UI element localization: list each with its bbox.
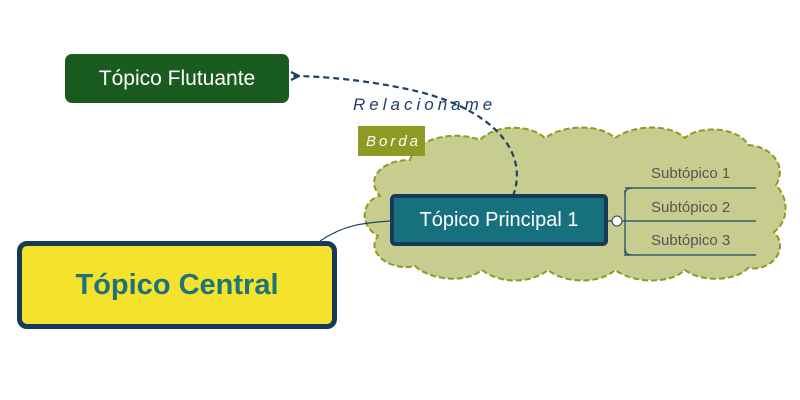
- collapse-toggle-icon[interactable]: [611, 215, 623, 227]
- subtopic-branch: [608, 187, 756, 256]
- relationship-label[interactable]: Relacioname: [353, 95, 497, 114]
- central-to-main-connector: [319, 220, 391, 242]
- subtopic-3[interactable]: Subtópico 3: [651, 232, 731, 249]
- subtopic-2[interactable]: Subtópico 2: [651, 199, 731, 216]
- central-topic[interactable]: Tópico Central: [17, 241, 337, 329]
- boundary-label[interactable]: Borda: [358, 126, 425, 156]
- relationship-line[interactable]: [292, 76, 518, 197]
- subtopic-1[interactable]: Subtópico 1: [651, 165, 731, 182]
- main-topic-1[interactable]: Tópico Principal 1: [390, 194, 608, 246]
- floating-topic[interactable]: Tópico Flutuante: [65, 54, 289, 103]
